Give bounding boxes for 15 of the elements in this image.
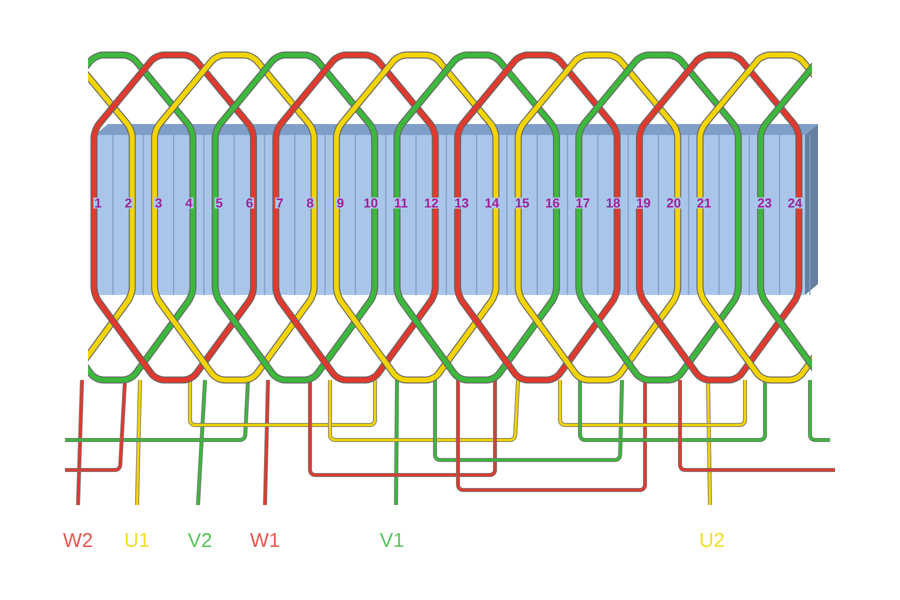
slot-number: 11 [393, 198, 409, 208]
terminal-label: U2 [700, 532, 724, 548]
slot-number: 24 [786, 197, 804, 209]
terminal-label: W1 [250, 533, 280, 547]
slot-number: 7 [275, 198, 284, 208]
terminal-label: W2 [63, 533, 92, 547]
slot-number: 17 [574, 198, 592, 208]
slot-number: 5 [214, 197, 224, 209]
terminal-label: V2 [188, 533, 212, 547]
slot-number: 12 [423, 197, 440, 209]
slot-number: 2 [124, 197, 133, 209]
terminal-label: U1 [126, 533, 149, 547]
terminal-label: V1 [380, 533, 404, 547]
slot-number: 14 [484, 198, 500, 208]
slot-number: 19 [635, 197, 652, 209]
